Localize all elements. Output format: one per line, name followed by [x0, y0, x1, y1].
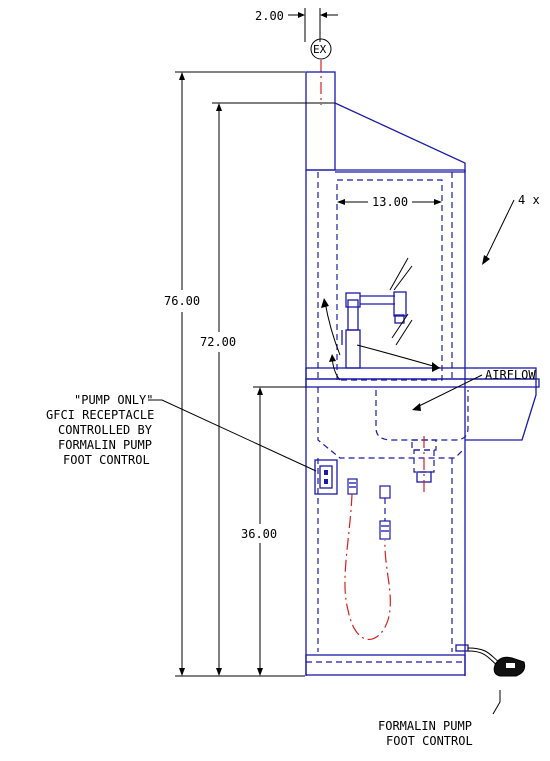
- faucet-assembly: [341, 257, 413, 369]
- exhaust-tag-label: EX: [313, 43, 327, 56]
- sash-window: [336, 179, 443, 381]
- dim-top-offset: 2.00: [255, 8, 338, 42]
- dim-top-offset-label: 2.00: [255, 9, 284, 23]
- hood-structure: [305, 71, 540, 676]
- gfci-receptacle: [314, 459, 338, 495]
- receptacle-note-line5: FOOT CONTROL: [63, 453, 150, 467]
- dim-hood-height-label: 72.00: [200, 335, 236, 349]
- dim-overall-height-label: 76.00: [164, 294, 200, 308]
- foot-control-callout: FORMALIN PUMP FOOT CONTROL: [378, 690, 501, 748]
- foot-control: [455, 644, 526, 677]
- receptacle-note-line2: GFCI RECEPTACLE: [46, 408, 154, 422]
- side-note: 4 x: [482, 193, 540, 265]
- dim-inner-width-label: 13.00: [372, 195, 408, 209]
- receptacle-note-line3: CONTROLLED BY: [58, 423, 153, 437]
- foot-control-label-line1: FORMALIN PUMP: [378, 719, 472, 733]
- base: [305, 654, 466, 676]
- dim-hood-height: 72.00: [200, 102, 335, 676]
- airflow-arrows: [321, 298, 441, 381]
- sink-basin: [375, 390, 469, 441]
- airflow-label: AIRFLOW: [485, 368, 536, 382]
- receptacle-note-line4: FORMALIN PUMP: [58, 438, 152, 452]
- pump-body: [345, 329, 361, 369]
- hood-top: [334, 102, 466, 173]
- dim-overall-height: 76.00: [164, 71, 305, 677]
- foot-control-label-line2: FOOT CONTROL: [386, 734, 473, 748]
- dim-inner-width: 13.00: [337, 195, 442, 209]
- receptacle-callout: "PUMP ONLY" GFCI RECEPTACLE CONTROLLED B…: [46, 393, 317, 472]
- dim-counter-height-label: 36.00: [241, 527, 277, 541]
- airflow-callout: AIRFLOW: [412, 368, 536, 411]
- side-note-label: 4 x: [518, 193, 540, 207]
- dim-counter-height: 36.00: [241, 386, 306, 676]
- red-hose: [344, 493, 391, 640]
- sink-drain: [411, 436, 437, 495]
- pump-fittings: [347, 478, 391, 540]
- receptacle-note-line1: "PUMP ONLY": [74, 393, 153, 407]
- exhaust-tag: EX: [310, 38, 332, 60]
